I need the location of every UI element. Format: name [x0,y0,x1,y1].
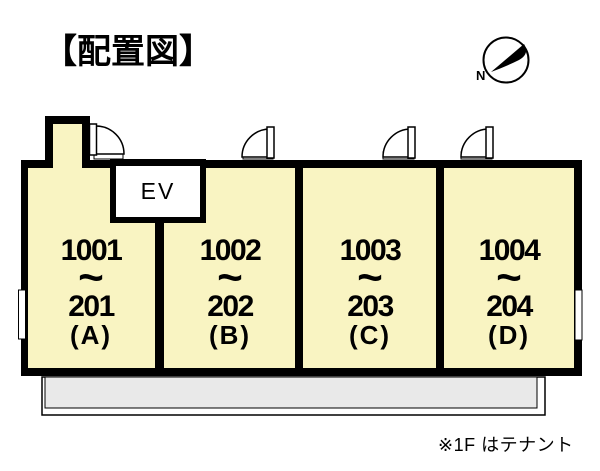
room-label-1002: 1002 ~ 202 (B) [165,236,295,349]
unit-letter: (B) [208,320,252,350]
room-label-1003: 1003 ~ 203 (C) [305,236,435,349]
range-tilde: ~ [496,253,522,302]
door-leaf-1003 [407,126,416,159]
window-left-wall [18,289,26,340]
door-unit-1003 [382,126,416,160]
unit-lower-number: 203 [347,290,394,323]
unit-lower-number: 204 [486,290,533,323]
unit-lower-number: 201 [68,290,115,323]
range-tilde: ~ [78,253,104,302]
range-tilde: ~ [357,253,383,302]
compass-north-label: N [476,68,486,83]
range-tilde: ~ [217,253,243,302]
compass-needle [491,44,527,72]
page-title: 【配置図】 [43,33,213,71]
door-swing-arc-1001 [95,125,125,155]
unit-lower-number: 202 [207,290,254,323]
door-unit-1001 [88,123,125,160]
unit-letter: (C) [348,320,392,350]
door-swing-arc-1003 [382,128,412,158]
door-unit-1002 [241,126,275,160]
room-label-1001: 1001 ~ 201 (A) [26,236,156,349]
door-leaf-1004 [485,126,494,159]
partition-wall-1001-1002 [155,217,164,372]
door-leaf-1001 [88,123,98,156]
partition-wall-1002-1003 [295,162,303,372]
room-label-1004: 1004 ~ 204 (D) [444,236,574,349]
footnote-text: ※1F はテナント [438,435,574,455]
compass-icon [482,36,530,84]
unit-upper-number: 1002 [199,234,262,267]
unit-upper-number: 1004 [478,234,541,267]
unit-upper-number: 1003 [339,234,402,267]
elevator-label: EV [140,178,176,204]
door-unit-1004 [460,126,494,160]
window-right-wall [574,289,583,341]
balcony-deck [44,376,538,409]
door-swing-arc-1002 [241,128,271,158]
elevator-room-interior [116,166,200,217]
partition-wall-1003-1004 [436,162,444,372]
unit-letter: (D) [487,320,531,350]
door-swing-arc-1004 [460,128,490,158]
unit-letter: (A) [69,320,113,350]
entrance-alcove-interior [53,124,82,170]
door-leaf-1002 [266,126,275,159]
unit-upper-number: 1001 [60,234,123,267]
